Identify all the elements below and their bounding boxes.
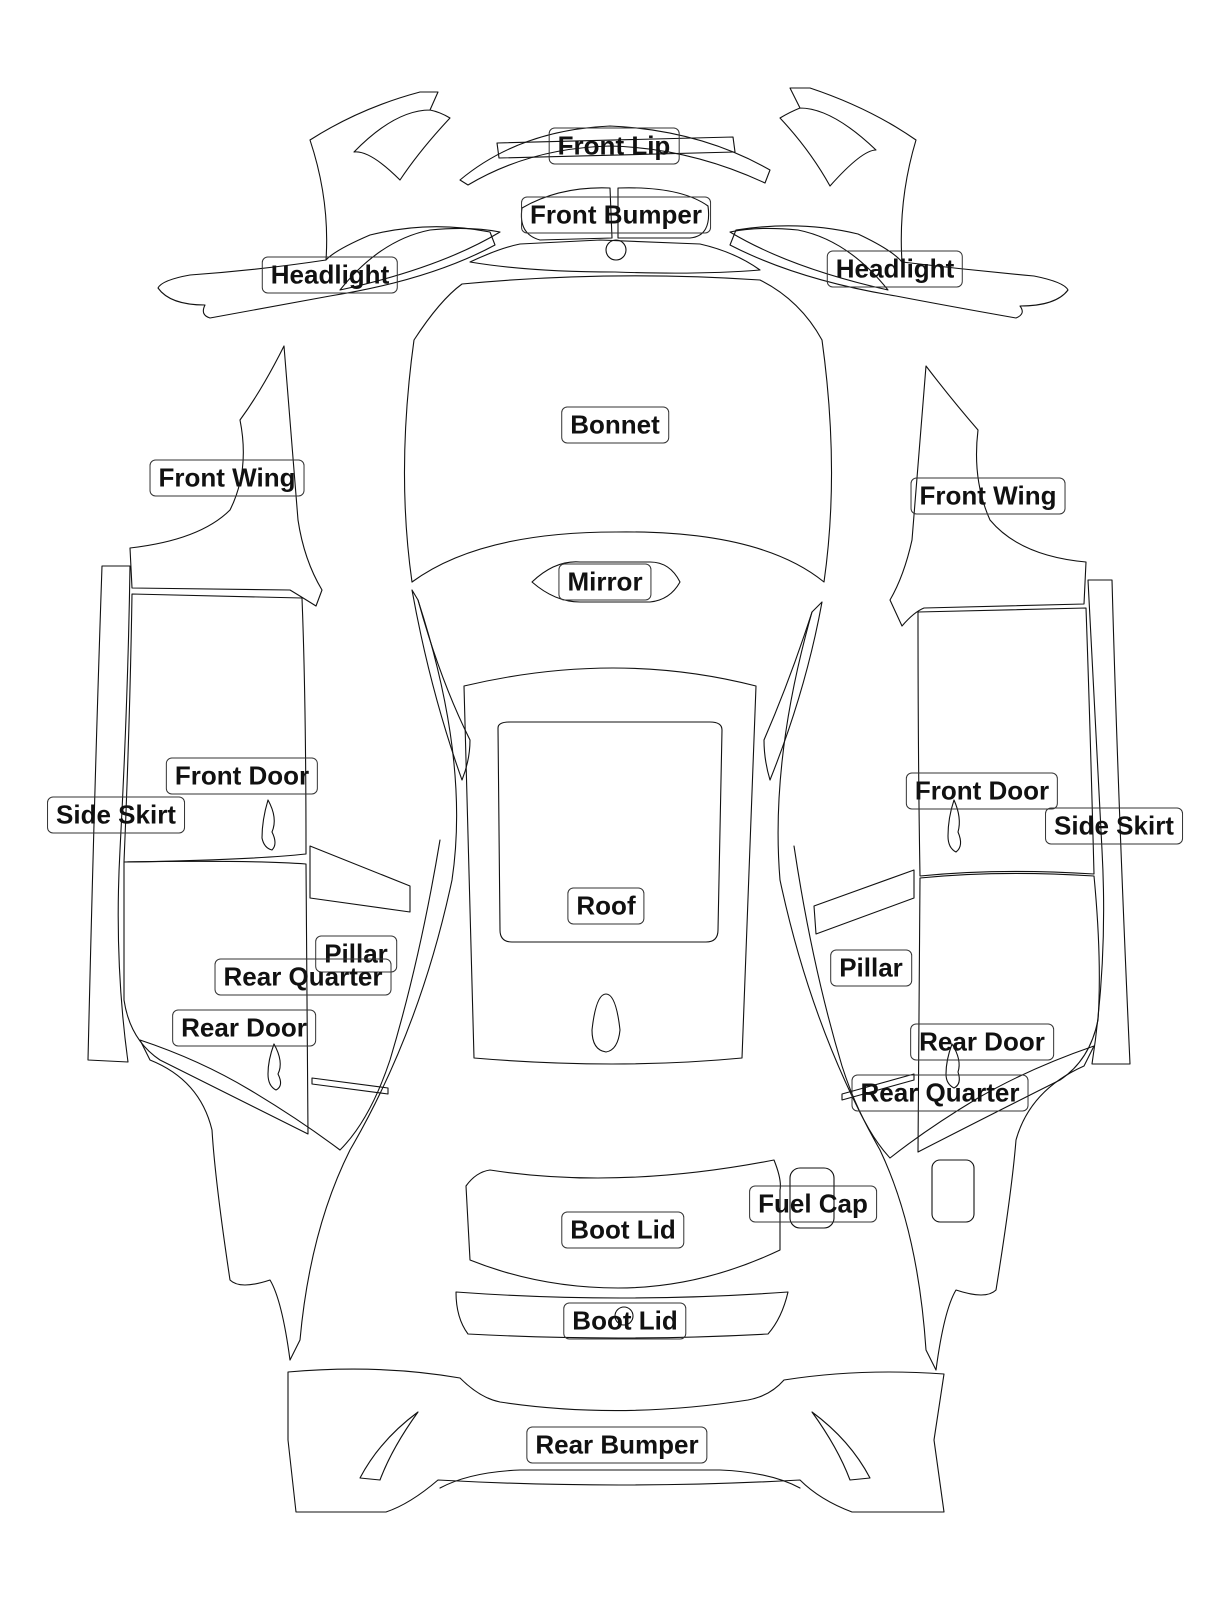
label-rear-quarter-right[interactable]: Rear Quarter	[851, 1074, 1029, 1112]
front-lip-outline	[459, 125, 771, 186]
headlight-right-lens	[729, 227, 889, 291]
fuel-cap-recess	[931, 1159, 975, 1223]
front-bumper-emblem	[605, 239, 627, 261]
pillar-left-lower-strip	[311, 1077, 389, 1095]
headlight-left-lens	[339, 227, 501, 291]
front-door-left-handle	[261, 799, 276, 851]
label-side-skirt-left[interactable]: Side Skirt	[47, 796, 185, 834]
a-pillar-left	[411, 589, 471, 781]
rear-bumper-diffuser	[439, 1469, 801, 1489]
a-pillar-right	[763, 601, 823, 781]
label-front-door-left[interactable]: Front Door	[165, 757, 319, 795]
mirror-outline	[531, 561, 681, 603]
front-bumper-center	[469, 239, 761, 274]
pillar-right-strip	[813, 869, 915, 935]
front-lip-strip	[496, 136, 736, 159]
boot-lid-upper-outline	[465, 1159, 781, 1289]
roof-antenna	[591, 993, 621, 1053]
rear-bumper-right-vent	[811, 1411, 871, 1481]
label-headlight-left[interactable]: Headlight	[261, 256, 399, 294]
bonnet-outline	[403, 275, 833, 583]
pillar-left-strip	[309, 845, 411, 913]
label-rear-door-left[interactable]: Rear Door	[172, 1009, 316, 1047]
boot-lid-badge	[614, 1306, 634, 1326]
label-side-skirt-right[interactable]: Side Skirt	[1045, 807, 1183, 845]
label-front-bumper[interactable]: Front Bumper	[521, 196, 711, 234]
rear-bumper-left-vent	[359, 1411, 419, 1481]
label-front-lip[interactable]: Front Lip	[548, 127, 680, 165]
label-mirror[interactable]: Mirror	[558, 563, 652, 601]
label-fuel-cap[interactable]: Fuel Cap	[749, 1185, 877, 1223]
front-door-right-outline	[917, 607, 1095, 877]
rear-door-left-outline	[123, 860, 309, 1135]
label-boot-lid-upper[interactable]: Boot Lid	[561, 1211, 685, 1249]
pillar-right-lower-strip	[841, 1073, 915, 1101]
label-pillar-right[interactable]: Pillar	[830, 949, 912, 987]
front-door-right-handle	[947, 799, 962, 853]
rear-door-left-handle	[267, 1043, 282, 1091]
label-headlight-right[interactable]: Headlight	[826, 250, 964, 288]
label-rear-door-right[interactable]: Rear Door	[910, 1023, 1054, 1061]
rear-quarter-left-outline	[139, 599, 458, 1361]
rear-quarter-right-outline	[777, 611, 1095, 1371]
rear-door-right-handle	[945, 1043, 960, 1089]
fuel-cap-flap	[789, 1167, 835, 1229]
label-front-wing-left[interactable]: Front Wing	[149, 459, 305, 497]
sunroof-outline	[497, 721, 723, 943]
front-bumper-right-grille	[617, 187, 710, 239]
front-door-left-outline	[123, 593, 307, 863]
front-wing-right-outline	[889, 365, 1087, 627]
rear-bumper-outline	[287, 1368, 945, 1513]
label-roof[interactable]: Roof	[567, 887, 645, 925]
side-skirt-left-outline	[87, 565, 131, 1063]
front-wing-left-outline	[129, 345, 323, 607]
label-boot-lid-lower[interactable]: Boot Lid	[563, 1302, 687, 1340]
label-rear-quarter-left[interactable]: Rear Quarter	[214, 958, 392, 996]
roof-outline	[463, 667, 757, 1065]
front-bumper-right-side	[729, 87, 1069, 319]
label-rear-bumper[interactable]: Rear Bumper	[526, 1426, 708, 1464]
label-bonnet[interactable]: Bonnet	[561, 406, 669, 444]
front-bumper-left-side	[157, 91, 496, 319]
label-front-wing-right[interactable]: Front Wing	[910, 477, 1066, 515]
label-pillar-left[interactable]: Pillar	[315, 935, 397, 973]
label-front-door-right[interactable]: Front Door	[905, 772, 1059, 810]
boot-lid-lower-outline	[455, 1291, 789, 1339]
